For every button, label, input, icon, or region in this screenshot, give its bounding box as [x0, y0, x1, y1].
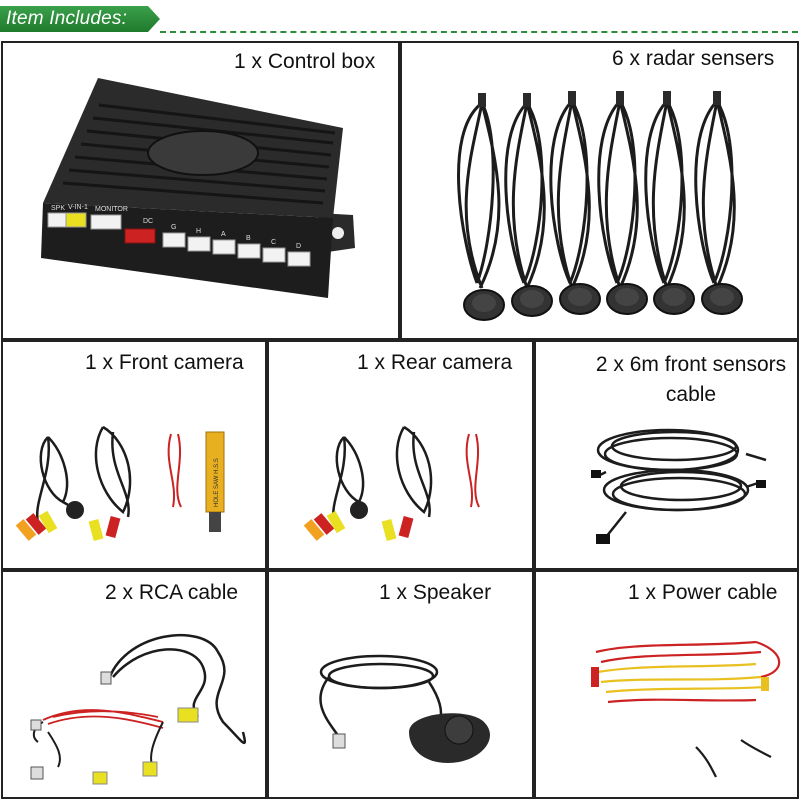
- connector-label: DC: [143, 218, 153, 225]
- power-cable-image: [591, 640, 781, 778]
- item-label: 1 x Control box: [234, 50, 376, 73]
- connector-label: SPK: [51, 205, 65, 212]
- hole-saw-label: HOLE SAW H.S.S: [214, 458, 220, 507]
- item-speaker: 1 x Speaker: [267, 570, 534, 799]
- item-label: 1 x Rear camera: [357, 351, 513, 374]
- connector-label: D: [296, 243, 301, 250]
- rear-camera-image: [303, 425, 480, 541]
- item-label: 1 x Front camera: [85, 351, 244, 374]
- item-control-box: SPK V-IN-1 MONITOR DC G H A B C D 1 x Co…: [1, 41, 400, 340]
- radar-sensors-image: [457, 91, 743, 321]
- item-radar-sensors: 6 x radar sensers: [400, 41, 799, 340]
- header-divider: [160, 31, 798, 33]
- header-title: Item Includes:: [6, 8, 128, 29]
- sensor-cable-image: [591, 428, 767, 544]
- control-box-image: SPK V-IN-1 MONITOR DC G H A B C D: [41, 78, 355, 298]
- connector-label: C: [271, 239, 276, 246]
- connector-label: H: [196, 228, 201, 235]
- speaker-image: [319, 654, 490, 763]
- front-camera-image: HOLE SAW H.S.S: [15, 425, 225, 541]
- item-label: 1 x Speaker: [379, 581, 492, 604]
- rca-cable-image: [30, 633, 247, 785]
- item-rear-camera: 1 x Rear camera: [267, 340, 534, 570]
- item-label: 2 x 6m front sensors cable: [595, 353, 787, 406]
- item-front-camera: HOLE SAW H.S.S 1 x Front camera: [1, 340, 267, 570]
- item-label: 1 x Power cable: [628, 581, 778, 604]
- item-label: 2 x RCA cable: [105, 581, 239, 604]
- connector-label: B: [246, 235, 251, 242]
- header-tab: [0, 6, 160, 32]
- item-front-sensors-cable: 2 x 6m front sensors cable: [534, 340, 799, 570]
- connector-label: G: [171, 224, 176, 231]
- item-rca-cable: 2 x RCA cable: [1, 570, 267, 799]
- connector-label: MONITOR: [95, 206, 128, 213]
- connector-label: A: [221, 231, 226, 238]
- item-power-cable: 1 x Power cable: [534, 570, 799, 799]
- connector-label: V-IN-1: [68, 204, 88, 211]
- item-label: 6 x radar sensers: [612, 47, 775, 70]
